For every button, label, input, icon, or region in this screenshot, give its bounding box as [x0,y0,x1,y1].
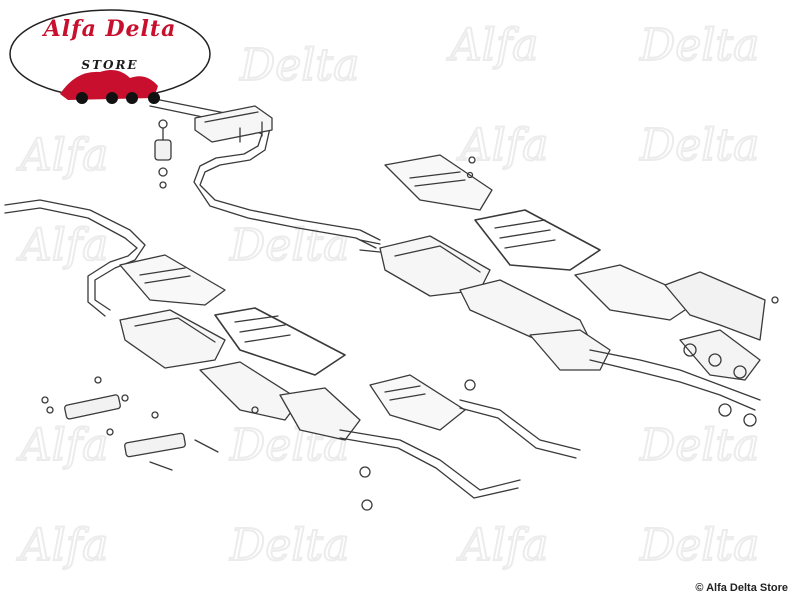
watermark-text-13: Alfa [16,520,108,571]
rubber-mount-upper [154,119,172,189]
store-logo[interactable]: Alfa Delta STORE [8,6,212,110]
watermark-text-6: Delta [639,120,759,171]
watermark-pattern: Delta Alfa Delta Alfa Alfa Delta Alfa De… [15,19,760,572]
upper-manifold [679,329,761,427]
lower-heat-shield-1 [119,254,226,306]
lower-exhaust-pipe [4,199,146,317]
logo-subtitle: STORE [81,58,139,72]
watermark-text-1: Delta [239,40,359,91]
copyright-notice: © Alfa Delta Store [695,582,788,594]
lower-downpipes [339,379,581,511]
watermark-text-11: Alfa [456,520,548,571]
upper-center-silencer [359,235,491,297]
upper-manifold-shield [574,264,779,341]
watermark-text-8: Delta [229,220,349,271]
logo-oval-icon [9,9,211,104]
watermark-text-3: Delta [639,20,759,71]
watermark-text-15: Delta [639,420,759,471]
watermark-text-12: Delta [639,520,759,571]
logo-title: Alfa Delta [43,16,177,42]
lower-resonators [199,361,361,441]
rubber-mount-lower-1 [41,376,129,420]
upper-front-pipe [459,279,761,411]
lower-silencer [119,309,226,369]
watermark-text-2: Alfa [446,20,538,71]
rubber-mount-lower-2 [106,411,219,471]
watermark-text-4: Alfa [16,130,108,181]
upper-heat-shield-2-highlighted [474,209,601,271]
lower-heat-shield-2-highlighted [214,307,346,376]
lower-heat-shield-3 [369,374,466,431]
watermark-text-14: Delta [229,520,349,571]
watermark-text-7: Alfa [16,220,108,271]
watermark-text-9: Alfa [16,420,108,471]
upper-rear-silencer [194,105,273,143]
watermark-text-5: Alfa [456,120,548,171]
upper-heat-shield-1 [384,154,493,211]
